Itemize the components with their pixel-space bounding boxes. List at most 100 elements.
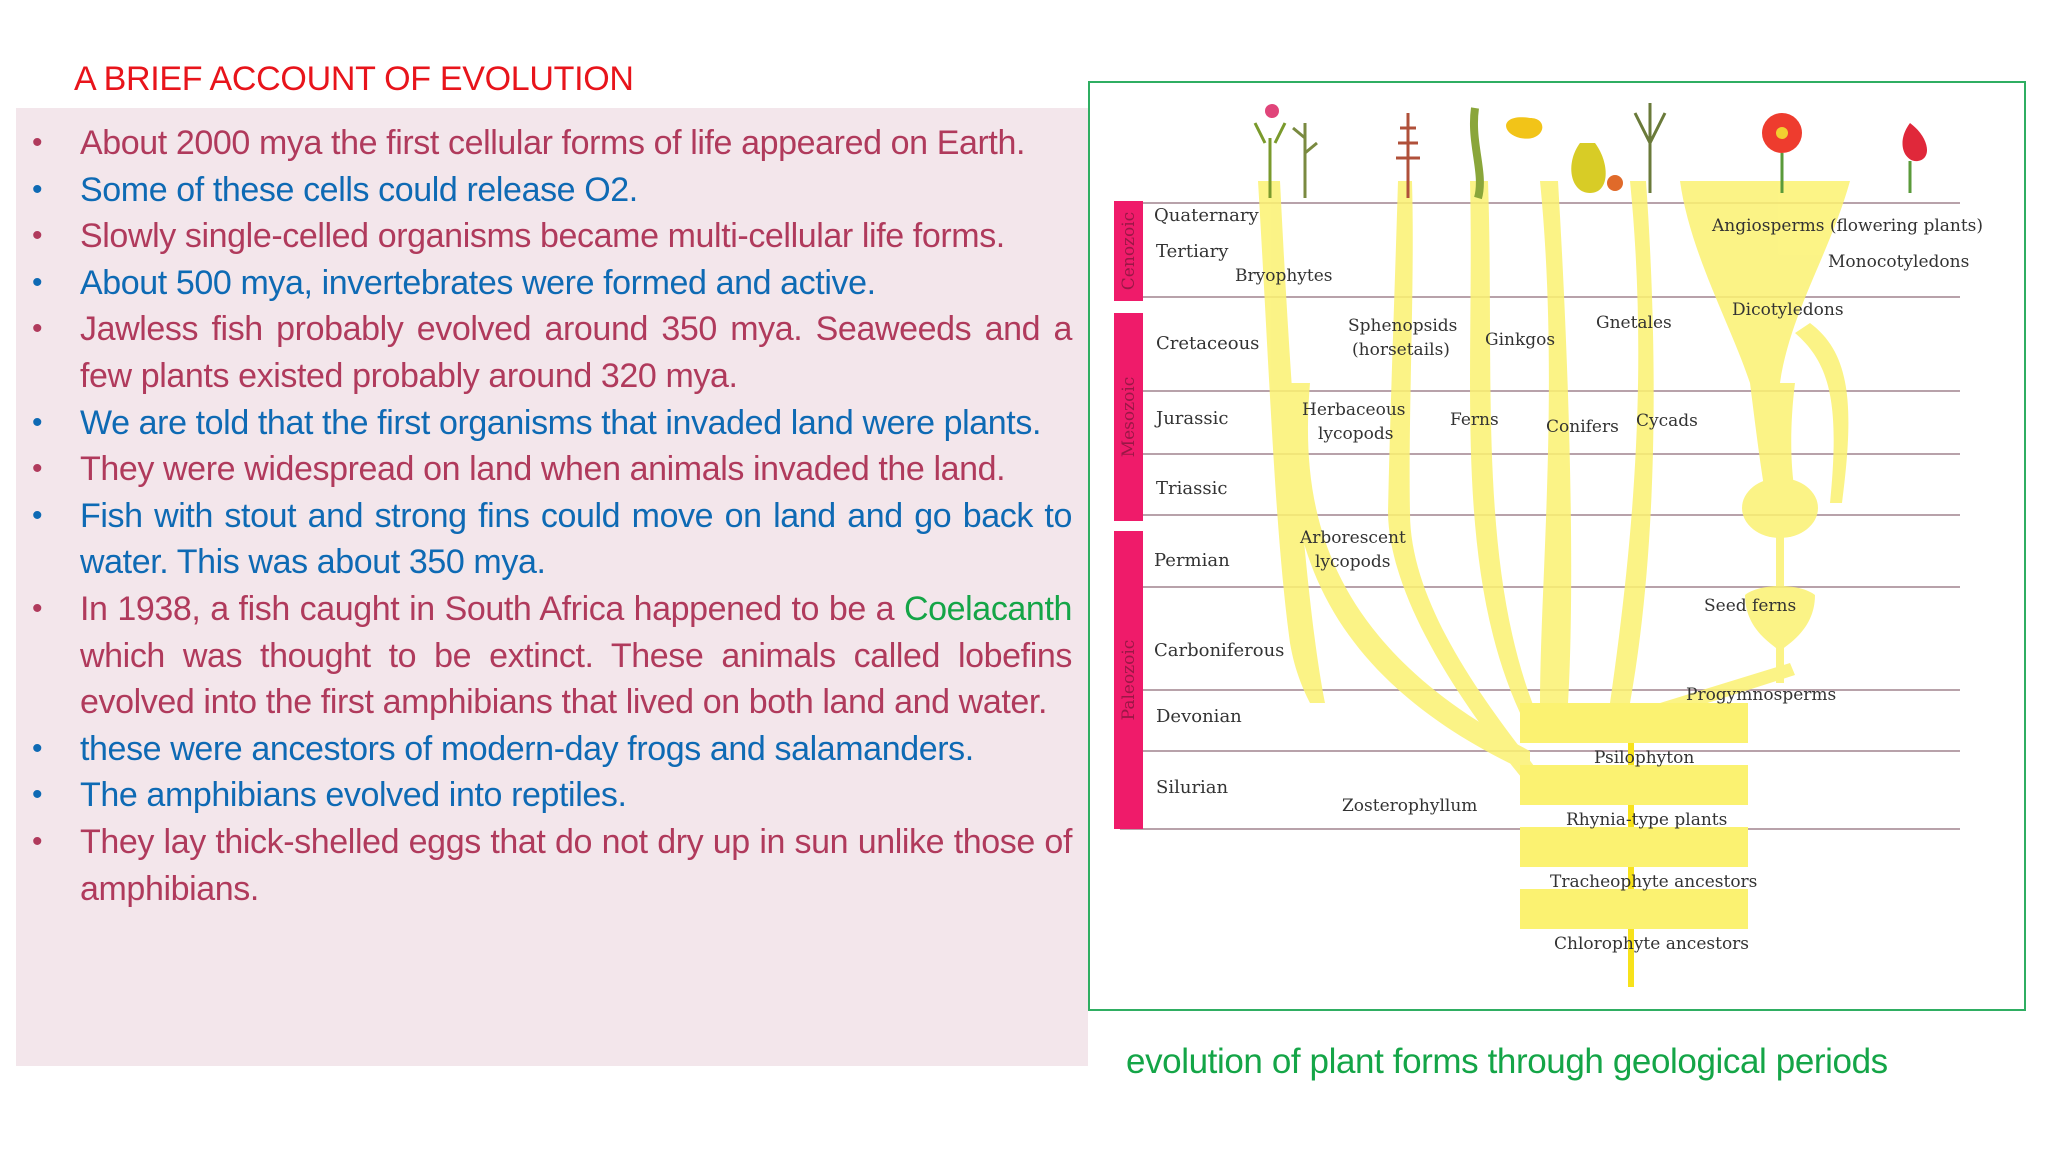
bullet-dot-icon: • [32,731,43,765]
period-devonian: Devonian [1156,706,1242,727]
label-lycopods-herbaceous: lycopods [1318,424,1394,444]
branch-progymno-link [1660,663,1795,715]
bullet-item: • About 500 mya, invertebrates were forme… [16,260,1088,307]
rhynia-box [1520,765,1748,805]
bullet-text: They were widespread on land when animal… [80,450,1006,489]
bullet-dot-icon: • [32,265,43,299]
period-permian: Permian [1154,550,1230,571]
bullet-panel: • About 2000 mya the first cellular forms… [16,108,1088,1066]
bullet-item: • They lay thick-shelled eggs that do not… [16,819,1088,912]
label-conifers: Conifers [1546,417,1619,437]
label-progymnosperms: Progymnosperms [1686,685,1836,705]
tracheophyte-box [1520,827,1748,867]
bullet-text: About 500 mya, invertebrates were formed… [80,263,876,302]
period-labels: Quaternary Tertiary Cretaceous Jurassic … [1154,205,1284,798]
flower-illustration-icon [1762,113,1928,193]
bullet-dot-icon: • [32,778,43,812]
label-psilophyton: Psilophyton [1594,748,1694,768]
bullet-item: • They were widespread on land when anima… [16,446,1088,493]
plant-illustration-icon [1253,103,1667,200]
era-label-paleozoic: Paleozoic [1119,640,1139,721]
bullet-dot-icon: • [32,172,43,206]
bullet-text: Jawless fish probably evolved around 350… [80,310,1072,395]
diagram-caption: evolution of plant forms through geologi… [1126,1042,1888,1081]
label-sphenopsids: Sphenopsids [1348,316,1457,336]
bullet-text: which was thought to be extinct. These a… [80,636,1072,722]
bullet-text: We are told that the first organisms tha… [80,403,1041,442]
bullet-text: About 2000 mya the first cellular forms … [80,124,1026,162]
bullet-item: • Slowly single-celled organisms became m… [16,213,1088,260]
era-label-cenozoic: Cenozoic [1119,212,1139,290]
bullet-text: The amphibians evolved into reptiles. [80,776,627,815]
branch-conifers [1540,181,1572,703]
label-gnetales: Gnetales [1596,313,1672,333]
branch-sphenopsids [1388,181,1550,788]
bullet-item: • We are told that the first organisms th… [16,400,1088,447]
bullet-item: • these were ancestors of modern-day frog… [16,726,1088,773]
label-dicotyledons: Dicotyledons [1732,300,1844,320]
label-zosterophyllum: Zosterophyllum [1342,796,1477,816]
period-cretaceous: Cretaceous [1156,333,1259,354]
era-bar-mesozoic [1114,313,1143,521]
psilophyton-box [1520,703,1748,743]
bullet-dot-icon: • [32,452,43,486]
label-angiosperms: Angiosperms (flowering plants) [1711,216,1983,236]
label-bryophytes: Bryophytes [1235,266,1333,286]
branch-angiosperms [1680,181,1850,383]
era-bar-cenozoic [1114,201,1143,301]
bullet-item: • Fish with stout and strong fins could m… [16,493,1088,586]
coelacanth-highlight: Coelacanth [903,589,1072,628]
label-horsetails: (horsetails) [1352,340,1450,360]
branch-monocotyledons [1795,323,1849,503]
label-chlorophyte: Chlorophyte ancestors [1554,934,1749,954]
bullet-item: • Some of these cells could release O2. [16,167,1088,214]
label-monocotyledons: Monocotyledons [1828,252,1969,272]
slide-title: A BRIEF ACCOUNT OF EVOLUTION [74,60,634,98]
bullet-dot-icon: • [32,219,43,253]
bullet-text: Some of these cells could release O2. [80,170,638,209]
plant-evolution-diagram: Cenozoic Mesozoic Paleozoic [1088,81,2026,1011]
bullet-item: • In 1938, a fish caught in South Africa … [16,586,1088,726]
bullet-text: They lay thick-shelled eggs that do not … [80,822,1072,908]
bullet-dot-icon: • [32,498,43,532]
group-labels: Bryophytes Sphenopsids (horsetails) Gink… [1235,216,1983,954]
label-herbaceous: Herbaceous [1302,400,1406,420]
bullet-text: these were ancestors of modern-day frogs… [80,729,974,768]
label-ginkgos: Ginkgos [1485,330,1555,350]
seed-ferns-node [1742,478,1818,538]
label-rhynia: Rhynia-type plants [1566,810,1727,830]
label-cycads: Cycads [1636,411,1698,431]
bullet-item: • The amphibians evolved into reptiles. [16,772,1088,819]
label-seed-ferns: Seed ferns [1704,596,1796,616]
bullet-text: Fish with stout and strong fins could mo… [80,496,1072,582]
period-carboniferous: Carboniferous [1154,640,1284,661]
plant-evolution-svg: Cenozoic Mesozoic Paleozoic [1114,103,1983,987]
bullet-item: • About 2000 mya the first cellular forms… [16,120,1088,167]
branch-lycopods [1289,383,1530,773]
branch-ferns [1470,181,1545,733]
label-arborescent: Arborescent [1299,528,1406,548]
label-ferns: Ferns [1450,410,1499,430]
branches [1258,181,1850,788]
branch-seed-line [1776,523,1784,683]
period-triassic: Triassic [1156,478,1227,499]
bullet-text: In 1938, a fish caught in South Africa h… [80,589,895,628]
bullet-dot-icon: • [32,591,43,625]
label-lycopods-arborescent: lycopods [1315,552,1391,572]
chlorophyte-box [1520,889,1748,929]
period-jurassic: Jurassic [1154,408,1228,429]
bullet-item: • Jawless fish probably evolved around 35… [16,306,1088,399]
bullet-dot-icon: • [32,824,43,858]
period-quaternary: Quaternary [1154,205,1260,226]
period-silurian: Silurian [1156,777,1229,798]
bullet-dot-icon: • [32,405,43,439]
period-tertiary: Tertiary [1156,241,1229,262]
bullet-dot-icon: • [32,126,43,159]
branch-dicotyledons [1750,383,1795,493]
era-label-mesozoic: Mesozoic [1119,377,1139,458]
bullet-dot-icon: • [32,312,43,346]
label-tracheophyte: Tracheophyte ancestors [1550,872,1757,892]
era-bar-paleozoic [1114,531,1143,829]
bullet-text: Slowly single-celled organisms became mu… [80,217,1005,256]
branch-cycads [1610,181,1654,703]
